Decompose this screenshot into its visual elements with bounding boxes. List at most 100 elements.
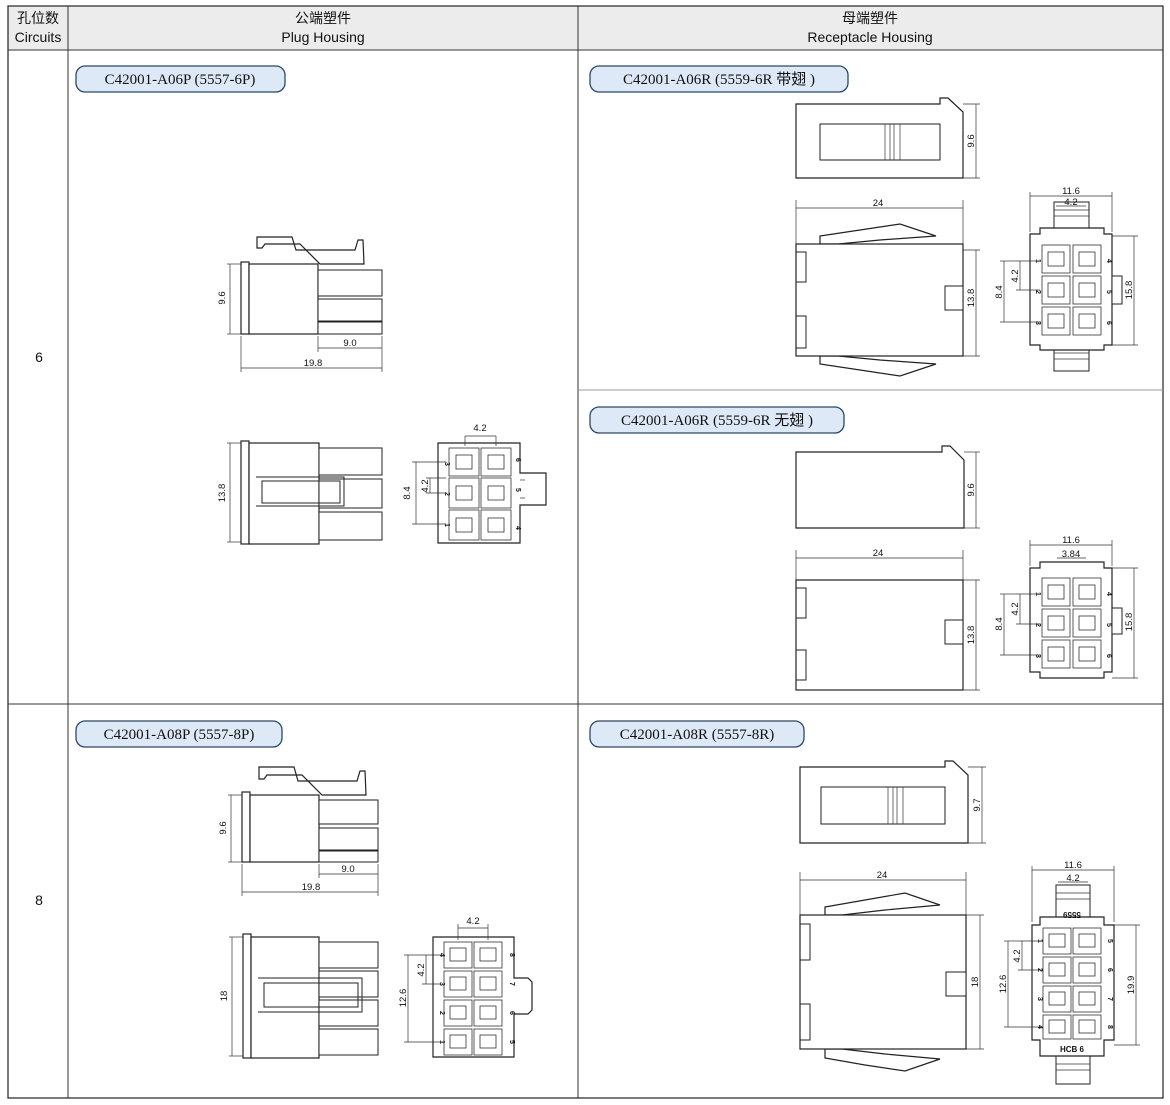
dim-r8-front-h: 19.9 — [1126, 976, 1137, 995]
header-plug-cn: 公端塑件 — [295, 10, 351, 26]
dim-p8-side-tail: 9.0 — [341, 864, 354, 875]
dim-r8-front-pitch2: 4.2 — [1012, 949, 1023, 962]
pin-r6a-r3: 6 — [1105, 321, 1112, 325]
r6b-top-view: 24 13.8 — [795, 548, 980, 691]
part-label-p8: C42001-A08P (5557-8P) — [75, 720, 283, 748]
pin-r6a-l3: 3 — [1034, 321, 1041, 325]
pin-r8-r2: 6 — [1106, 968, 1113, 972]
dim-p6-side-tail: 9.0 — [343, 338, 356, 349]
pin-r6b-l3: 3 — [1034, 654, 1041, 658]
dim-p6-front-span: 8.4 — [402, 486, 413, 499]
pin-p6-l1: 3 — [443, 462, 450, 466]
dim-r6b-top-h: 13.8 — [966, 626, 977, 645]
dim-r6a-front-pitch2: 4.2 — [1010, 269, 1021, 282]
dim-p8-front-span: 12.6 — [398, 989, 409, 1008]
pin-p8-l4: 1 — [438, 1040, 445, 1044]
part-number-r6a: C42001-A06R (5559-6R 带翅 ) — [623, 71, 815, 88]
header-receptacle-en: Receptacle Housing — [807, 29, 932, 45]
dim-r8-top-l: 24 — [877, 870, 888, 881]
p8-top-view: 18 — [219, 933, 379, 1059]
r6a-side-view: 9.6 — [795, 97, 980, 179]
pin-r8-r3: 7 — [1106, 997, 1113, 1001]
dim-p6-front-pitch2: 4.2 — [420, 479, 431, 492]
part-label-p6: C42001-A06P (5557-6P) — [75, 65, 286, 93]
dim-p6-top-h: 13.8 — [217, 484, 228, 503]
p6-top-view: 13.8 — [217, 440, 383, 545]
pin-p8-r4: 5 — [508, 1040, 515, 1044]
pin-r6b-r2: 5 — [1105, 623, 1112, 627]
pin-p6-l3: 1 — [443, 523, 450, 527]
pin-p6-r3: 4 — [514, 526, 521, 530]
pin-p8-l2: 3 — [438, 982, 445, 986]
p6-side-view: 9.6 9.0 19.8 — [217, 236, 383, 372]
header-receptacle-cn: 母端塑件 — [842, 10, 898, 26]
pin-r6b-r3: 6 — [1105, 654, 1112, 658]
pin-p8-r2: 7 — [508, 982, 515, 986]
dim-r8-top-h: 18 — [970, 977, 981, 988]
header-plug-en: Plug Housing — [281, 29, 364, 45]
p6-front-view: 3 2 1 6 5 4 4.2 4.2 8.4 — [402, 423, 547, 544]
part-label-r8: C42001-A08R (5557-8R) — [589, 720, 805, 748]
r8-front-view: 5559 HCB 6 1 2 3 4 5 6 7 8 11.6 4.2 4 — [998, 860, 1140, 1085]
dim-r6b-top-l: 24 — [873, 548, 884, 559]
dim-r8-front-pitch: 4.2 — [1066, 873, 1079, 884]
dim-r8-side-h: 9.7 — [972, 798, 983, 811]
r8-top-view: 24 18 — [799, 870, 984, 1072]
dim-p8-top-h: 18 — [219, 991, 230, 1002]
p8-front-view: 4 3 2 1 8 7 6 5 4.2 4.2 12.6 — [398, 916, 533, 1058]
pin-r8-l3: 3 — [1036, 997, 1043, 1001]
pin-r6b-l2: 2 — [1034, 623, 1041, 627]
pin-p6-r1: 6 — [514, 458, 521, 462]
dim-r6a-side-h: 9.6 — [966, 134, 977, 147]
dim-r6b-side-h: 9.6 — [966, 483, 977, 496]
r6b-front-view: 1 2 3 4 5 6 11.6 3.84 4.2 8.4 15.8 — [994, 535, 1138, 679]
pin-r6a-r2: 5 — [1105, 290, 1112, 294]
pin-r8-r4: 8 — [1106, 1025, 1113, 1029]
dim-r6b-front-pitch: 3.84 — [1062, 549, 1081, 560]
stamp-r8-top: 5559 — [1063, 910, 1081, 919]
part-number-r6b: C42001-A06R (5559-6R 无翅 ) — [621, 412, 813, 429]
pin-r6a-l2: 2 — [1034, 290, 1041, 294]
part-number-p8: C42001-A08P (5557-8P) — [104, 727, 255, 743]
dim-r6a-front-span: 8.4 — [994, 285, 1005, 298]
dim-r6a-top-h: 13.8 — [966, 289, 977, 308]
dim-p8-front-pitch2: 4.2 — [416, 963, 427, 976]
pin-p6-l2: 2 — [443, 492, 450, 496]
header-circuits-en: Circuits — [15, 29, 62, 45]
dim-p6-front-pitch: 4.2 — [473, 423, 486, 434]
row-circuits-6: 6 — [35, 349, 43, 365]
row-circuits-8: 8 — [35, 892, 43, 908]
dim-r6b-front-span: 8.4 — [994, 617, 1005, 630]
dim-p8-side-h: 9.6 — [218, 821, 229, 834]
dim-p8-front-pitch: 4.2 — [466, 916, 479, 927]
stamp-r8-bottom: HCB 6 — [1060, 1045, 1085, 1054]
part-number-r8: C42001-A08R (5557-8R) — [620, 727, 775, 743]
p8-side-view: 9.6 9.0 19.8 — [218, 766, 379, 896]
dim-p6-side-h: 9.6 — [217, 291, 228, 304]
pin-p8-r1: 8 — [508, 953, 515, 957]
dim-p6-side-l: 19.8 — [304, 358, 323, 369]
pin-r6a-r1: 4 — [1105, 259, 1112, 263]
pin-r8-r1: 5 — [1106, 939, 1113, 943]
part-label-r6a: C42001-A06R (5559-6R 带翅 ) — [589, 65, 849, 93]
pin-r6b-r1: 4 — [1105, 592, 1112, 596]
dim-r6a-top-l: 24 — [873, 198, 884, 209]
pin-p8-r3: 6 — [508, 1011, 515, 1015]
r6b-side-view: 9.6 — [795, 445, 980, 529]
table-grid — [7, 5, 1164, 1099]
pin-p6-r2: 5 — [514, 488, 521, 492]
r6a-top-view: 24 13.8 — [795, 198, 980, 377]
dim-r8-front-w: 11.6 — [1064, 860, 1082, 871]
dim-r6b-front-pitch2: 4.2 — [1010, 602, 1021, 615]
dim-r6a-front-h: 15.8 — [1124, 281, 1135, 300]
dim-r6a-front-w: 11.6 — [1062, 186, 1080, 197]
dim-r8-front-span: 12.6 — [998, 975, 1009, 994]
pin-p8-l1: 4 — [438, 953, 445, 957]
dim-p8-side-l: 19.8 — [302, 882, 321, 893]
dim-r6b-front-w: 11.6 — [1062, 535, 1080, 546]
table-header: 孔位数 Circuits 公端塑件 Plug Housing 母端塑件 Rece… — [15, 10, 933, 45]
r6a-front-view: 1 2 3 4 5 6 11.6 4.2 4.2 8.4 15.8 — [994, 186, 1138, 372]
part-label-r6b: C42001-A06R (5559-6R 无翅 ) — [589, 406, 845, 434]
pin-p8-l3: 2 — [438, 1011, 445, 1015]
